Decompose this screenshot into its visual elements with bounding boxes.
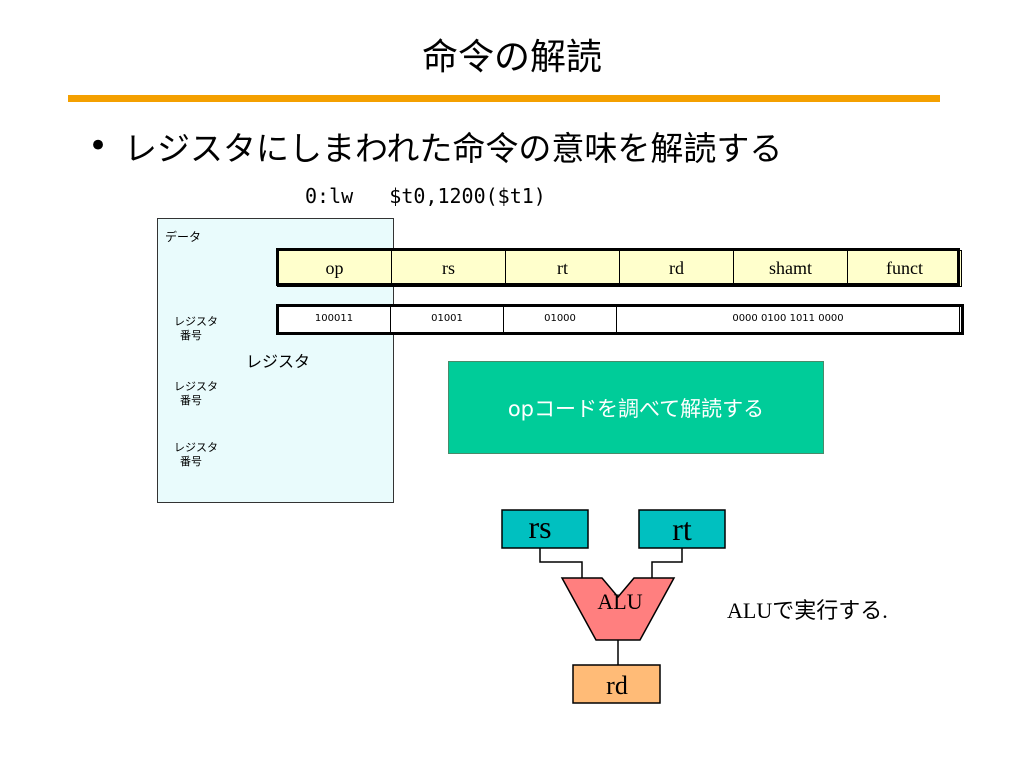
bits-rt: 01000 bbox=[503, 306, 617, 333]
register-number-line-1: レジスタ bbox=[174, 380, 218, 393]
instruction-bits: 100011 01001 01000 0000 0100 1011 0000 bbox=[277, 306, 960, 333]
register-number-label-1: レジスタ 番号 bbox=[174, 315, 218, 343]
field-shamt: shamt bbox=[733, 250, 848, 287]
alu-note: ALUで実行する. bbox=[727, 598, 888, 623]
register-file-data-label: データ bbox=[165, 230, 202, 244]
field-rt: rt bbox=[505, 250, 620, 287]
rd-label: rd bbox=[606, 671, 628, 700]
bits-op: 100011 bbox=[277, 306, 391, 333]
register-number-line-2: 番号 bbox=[180, 394, 202, 407]
rt-wire bbox=[651, 548, 683, 580]
rs-box bbox=[501, 509, 589, 549]
field-op: op bbox=[277, 250, 392, 287]
register-number-line-2: 番号 bbox=[180, 329, 202, 342]
bits-rs: 01001 bbox=[390, 306, 504, 333]
rd-box bbox=[572, 664, 661, 704]
alu-diagram: rs rt ALU rd bbox=[501, 509, 726, 704]
field-rs: rs bbox=[391, 250, 506, 287]
field-funct: funct bbox=[847, 250, 962, 287]
register-number-label-2: レジスタ 番号 bbox=[174, 380, 218, 408]
register-number-line-1: レジスタ bbox=[174, 441, 218, 454]
rs-wire bbox=[539, 548, 583, 580]
bullet-marker: • bbox=[88, 126, 109, 166]
title-underline bbox=[68, 95, 940, 102]
rt-box bbox=[638, 509, 726, 549]
register-number-line-1: レジスタ bbox=[174, 315, 218, 328]
instruction-format-fields: op rs rt rd shamt funct bbox=[277, 250, 962, 287]
register-label: レジスタ bbox=[246, 352, 311, 371]
decode-box: opコードを調べて解読する bbox=[448, 361, 824, 454]
alu-shape bbox=[560, 577, 676, 641]
rt-label: rt bbox=[672, 511, 692, 547]
register-number-label-3: レジスタ 番号 bbox=[174, 441, 218, 469]
bullet-text: レジスタにしまわれた命令の意味を解読する bbox=[124, 129, 783, 168]
instruction-text: 0:lw $t0,1200($t1) bbox=[305, 184, 546, 208]
alu-label: ALU bbox=[597, 589, 642, 614]
decode-box-label: opコードを調べて解読する bbox=[507, 396, 765, 421]
bits-immediate: 0000 0100 1011 0000 bbox=[616, 306, 960, 333]
slide-title: 命令の解読 bbox=[421, 37, 602, 78]
field-rd: rd bbox=[619, 250, 734, 287]
rs-label: rs bbox=[528, 509, 551, 545]
register-number-line-2: 番号 bbox=[180, 455, 202, 468]
